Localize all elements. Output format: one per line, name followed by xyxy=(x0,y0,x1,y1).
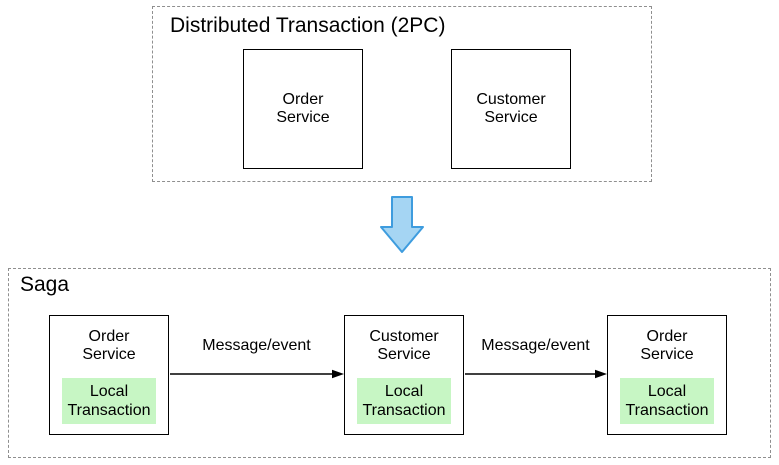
down-block-arrow-shape xyxy=(380,196,424,253)
saga-group: Saga Order Service Local Transaction Cus… xyxy=(8,268,771,458)
service-label: Order Service xyxy=(640,328,694,363)
message-arrow-1 xyxy=(170,369,344,379)
message-arrow-label-2: Message/event xyxy=(481,337,590,354)
local-transaction-box: Local Transaction xyxy=(357,378,451,424)
saga-service-box-customer: Customer Service Local Transaction xyxy=(344,315,464,435)
local-transaction-label: Local Transaction xyxy=(67,383,151,419)
saga-service-box-order-2: Order Service Local Transaction xyxy=(607,315,727,435)
service-box-customer-2pc: Customer Service xyxy=(451,49,571,169)
message-arrowhead-icon xyxy=(595,369,607,379)
service-box-order-2pc: Order Service xyxy=(243,49,363,169)
service-label: Order Service xyxy=(82,328,136,363)
distributed-transaction-title: Distributed Transaction (2PC) xyxy=(170,14,446,37)
local-transaction-label: Local Transaction xyxy=(625,383,709,419)
down-block-arrow-icon xyxy=(380,196,424,253)
local-transaction-label: Local Transaction xyxy=(362,383,446,419)
saga-service-box-order-1: Order Service Local Transaction xyxy=(49,315,169,435)
local-transaction-box: Local Transaction xyxy=(620,378,714,424)
message-arrow-label-1: Message/event xyxy=(202,337,311,354)
distributed-transaction-group: Distributed Transaction (2PC) Order Serv… xyxy=(152,6,652,182)
service-label: Customer Service xyxy=(369,328,439,363)
service-label: Customer Service xyxy=(476,91,546,126)
message-arrowhead-icon xyxy=(332,369,344,379)
service-label: Order Service xyxy=(276,91,330,126)
message-arrow-2 xyxy=(465,369,607,379)
saga-title: Saga xyxy=(20,273,70,296)
local-transaction-box: Local Transaction xyxy=(62,378,156,424)
